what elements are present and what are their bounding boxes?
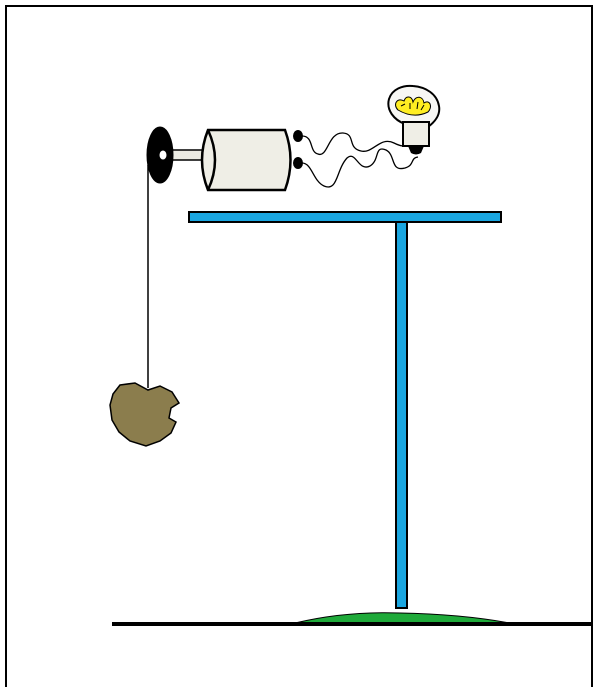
wire-upper bbox=[301, 132, 409, 155]
bulb-filament-detail bbox=[400, 101, 425, 111]
table-top bbox=[188, 211, 502, 223]
bulb-contact bbox=[408, 146, 424, 155]
pulley-hub bbox=[158, 149, 168, 161]
bulb-base bbox=[402, 121, 430, 147]
generator-body bbox=[200, 128, 292, 192]
frame-border bbox=[5, 5, 593, 687]
table-leg bbox=[395, 216, 408, 609]
grass-mound bbox=[294, 612, 511, 624]
hanging-weight bbox=[109, 382, 181, 447]
wire-lower bbox=[301, 148, 419, 188]
bulb-filament bbox=[395, 96, 432, 116]
terminal-bottom bbox=[293, 157, 303, 169]
light-bulb bbox=[387, 84, 441, 155]
terminal-top bbox=[293, 130, 303, 142]
generator-left-rim bbox=[206, 129, 217, 191]
